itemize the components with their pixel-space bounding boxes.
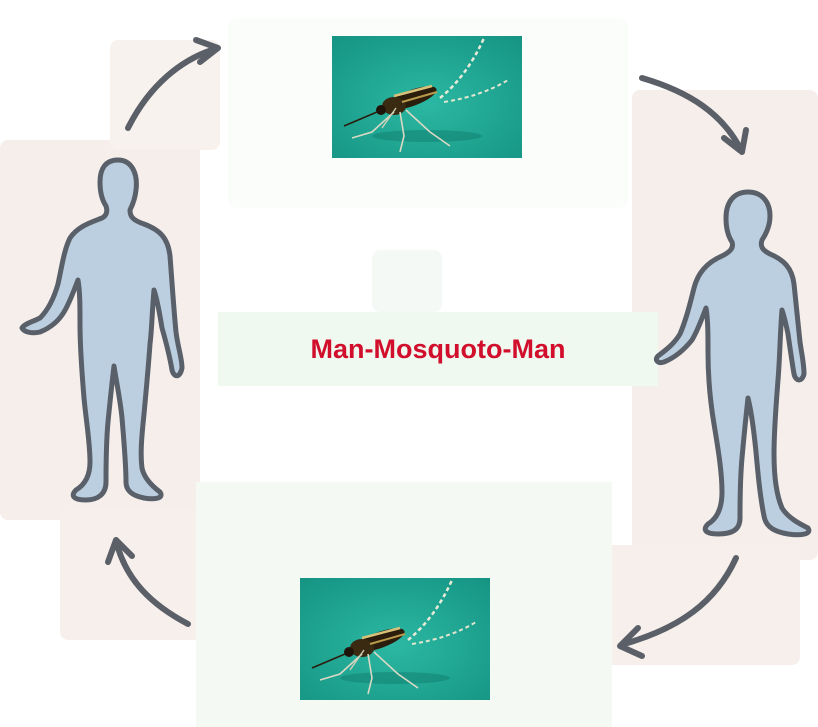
curved-arrow-icon [620, 558, 736, 656]
curved-arrow-icon [642, 78, 746, 152]
curved-arrow-icon [128, 40, 218, 128]
curved-arrow-icon [108, 540, 188, 624]
